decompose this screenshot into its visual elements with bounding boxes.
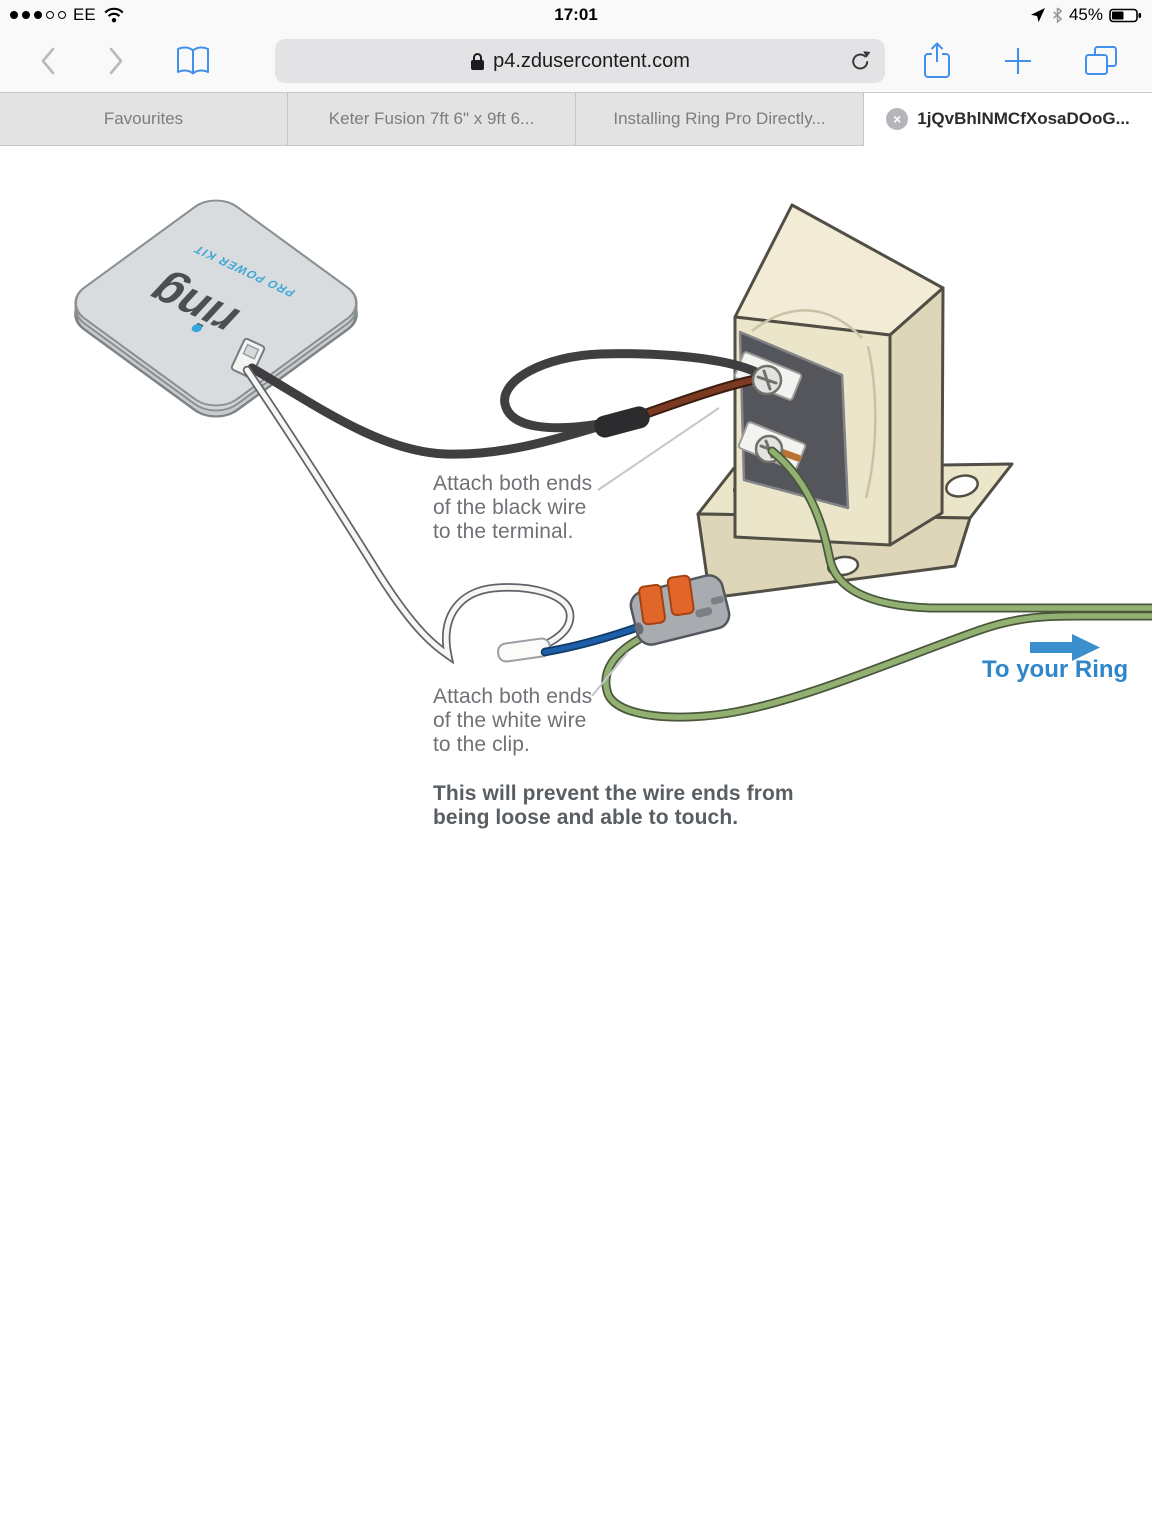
- tabs-overview-button[interactable]: [1082, 44, 1120, 78]
- battery-percent-label: 45%: [1068, 5, 1103, 24]
- to-your-ring-arrow-icon: [1030, 634, 1100, 661]
- green-wire-b: [603, 613, 1152, 720]
- leader-line-white-note: [591, 651, 629, 697]
- bookmarks-button[interactable]: [174, 45, 212, 77]
- clip-lever-2: [666, 574, 695, 617]
- ring-power-kit: ring PRO POWER KIT: [74, 199, 358, 418]
- transformer: [696, 203, 1014, 600]
- battery-icon: [1109, 8, 1142, 22]
- white-wire-sleeve: [497, 637, 551, 663]
- note-white-wire: Attach both ends of the white wire to th…: [433, 685, 593, 756]
- url-text: p4.zdusercontent.com: [493, 49, 690, 72]
- tab-favourites[interactable]: Favourites: [0, 93, 288, 146]
- bluetooth-icon: [1053, 7, 1063, 23]
- wire-sleeve: [594, 406, 650, 438]
- forward-button[interactable]: [107, 46, 124, 76]
- leader-line-black-note: [597, 407, 720, 491]
- new-tab-button[interactable]: [1002, 45, 1034, 77]
- page-content: ring PRO POWER KIT: [0, 146, 1152, 1536]
- tab-label: Installing Ring Pro Directly...: [613, 109, 826, 128]
- power-kit-connector: [230, 337, 266, 379]
- clip-lever-1: [638, 583, 666, 626]
- mounting-hole-right: [945, 474, 979, 498]
- note-black-wire: Attach both ends of the black wire to th…: [433, 472, 593, 543]
- note-warning: This will prevent the wire ends from bei…: [433, 782, 794, 829]
- back-button[interactable]: [40, 46, 57, 76]
- status-bar: EE 17:01 45%: [0, 0, 1152, 30]
- clock: 17:01: [554, 5, 598, 24]
- brown-wire: [642, 376, 760, 417]
- share-button[interactable]: [920, 41, 954, 81]
- tab-installing-ring-pro[interactable]: Installing Ring Pro Directly...: [576, 93, 864, 146]
- tab-keter-fusion[interactable]: Keter Fusion 7ft 6" x 9ft 6...: [288, 93, 576, 146]
- tab-label: 1jQvBhlNMCfXosaDOoG...: [917, 109, 1130, 128]
- signal-strength-icon: [10, 11, 66, 19]
- wifi-icon: [104, 7, 124, 23]
- browser-toolbar: p4.zdusercontent.com: [0, 30, 1152, 92]
- black-wire-loop: [500, 349, 761, 433]
- reload-button[interactable]: [849, 50, 872, 73]
- tab-active-image[interactable]: × 1jQvBhlNMCfXosaDOoG...: [864, 93, 1152, 146]
- logo-i-dot: [191, 324, 203, 333]
- tab-label: Keter Fusion 7ft 6" x 9ft 6...: [328, 109, 535, 128]
- green-wire-a: [769, 448, 1152, 611]
- wire-clip: [629, 574, 731, 646]
- carrier-label: EE: [73, 5, 96, 24]
- close-tab-icon[interactable]: ×: [886, 108, 909, 130]
- address-bar[interactable]: p4.zdusercontent.com: [275, 39, 885, 83]
- terminal-screw-top: [751, 364, 783, 396]
- location-arrow-icon: [1030, 8, 1045, 23]
- lock-icon: [471, 52, 485, 70]
- tab-label: Favourites: [103, 109, 184, 128]
- white-wire: [244, 367, 573, 661]
- black-wire: [247, 363, 609, 459]
- tab-bar: Favourites Keter Fusion 7ft 6" x 9ft 6..…: [0, 92, 1152, 146]
- wiring-diagram: ring PRO POWER KIT: [74, 199, 1152, 722]
- to-your-ring-label: To your Ring: [982, 656, 1129, 683]
